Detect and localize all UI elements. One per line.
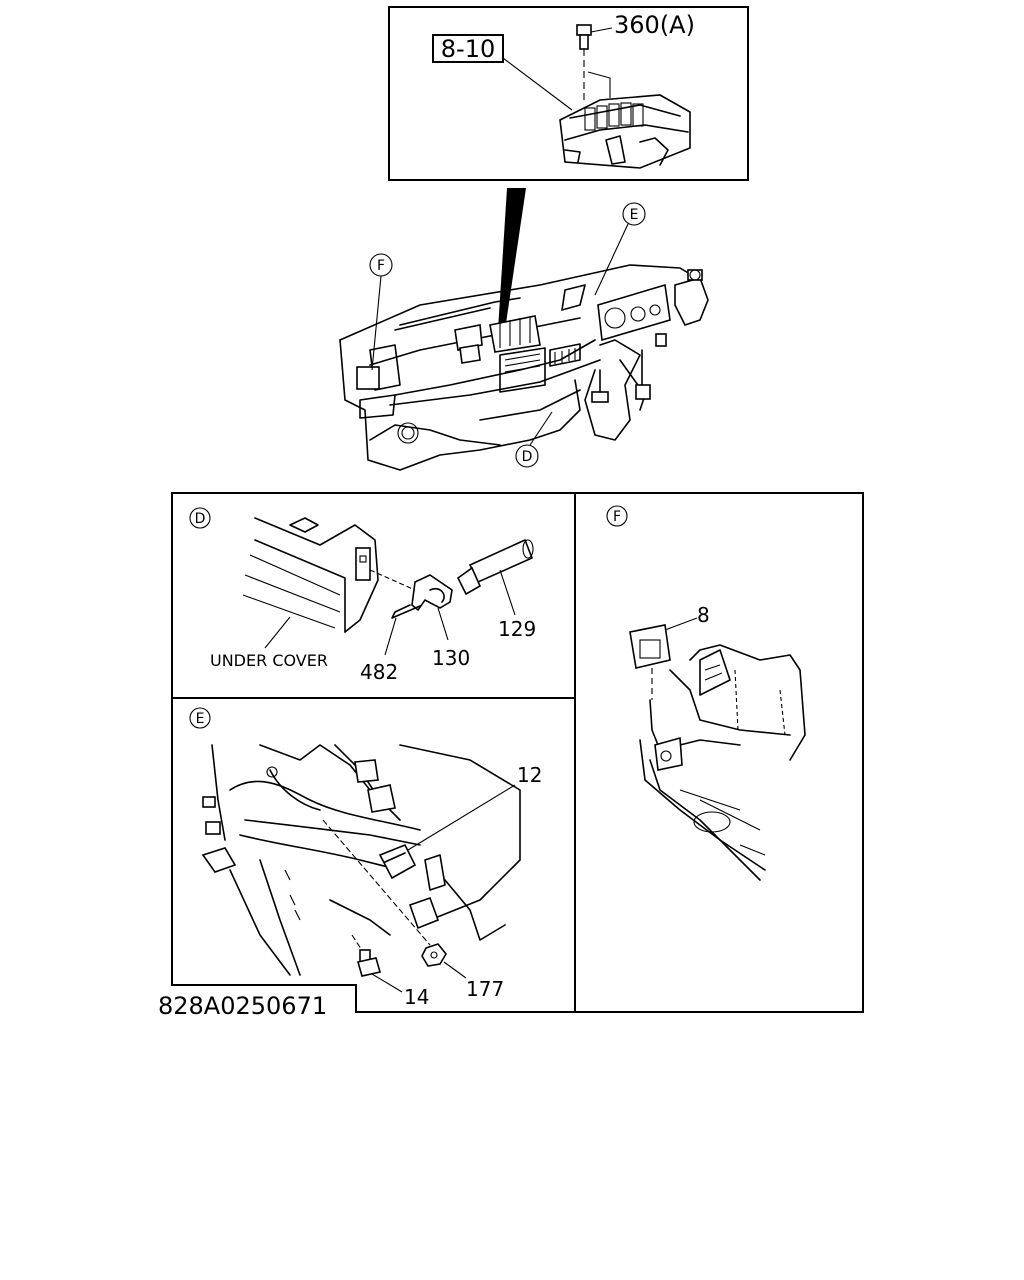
ref-box-label: 8-10: [441, 35, 495, 63]
part-482: 482: [360, 660, 398, 684]
panel-d-marker: D: [195, 511, 206, 527]
panel-f-marker: F: [613, 509, 621, 525]
part-14: 14: [404, 985, 429, 1009]
top-inset: 8-10 360(A): [388, 6, 749, 181]
drawing-number: 828A0250671: [158, 992, 327, 1020]
detail-frame: [171, 492, 864, 1013]
panel-e: E 12 14: [189, 707, 542, 1009]
pointer-wedge: [498, 188, 526, 330]
part-8: 8: [697, 603, 710, 627]
overview-marker-f: F: [377, 258, 385, 274]
panel-f: F 8: [606, 505, 806, 881]
under-cover-label: UNDER COVER: [210, 651, 328, 670]
part-129: 129: [498, 617, 536, 641]
part-12: 12: [517, 763, 542, 787]
part-177: 177: [466, 977, 504, 1001]
panel-e-marker: E: [196, 711, 205, 727]
dashboard-overview: F E D: [339, 202, 709, 471]
part-130: 130: [432, 646, 470, 670]
panel-d: D UNDER COVER 129 130 482: [189, 507, 536, 684]
overview-marker-d: D: [522, 449, 533, 465]
bolt-label: 360(A): [614, 11, 695, 39]
overview-marker-e: E: [630, 207, 639, 223]
